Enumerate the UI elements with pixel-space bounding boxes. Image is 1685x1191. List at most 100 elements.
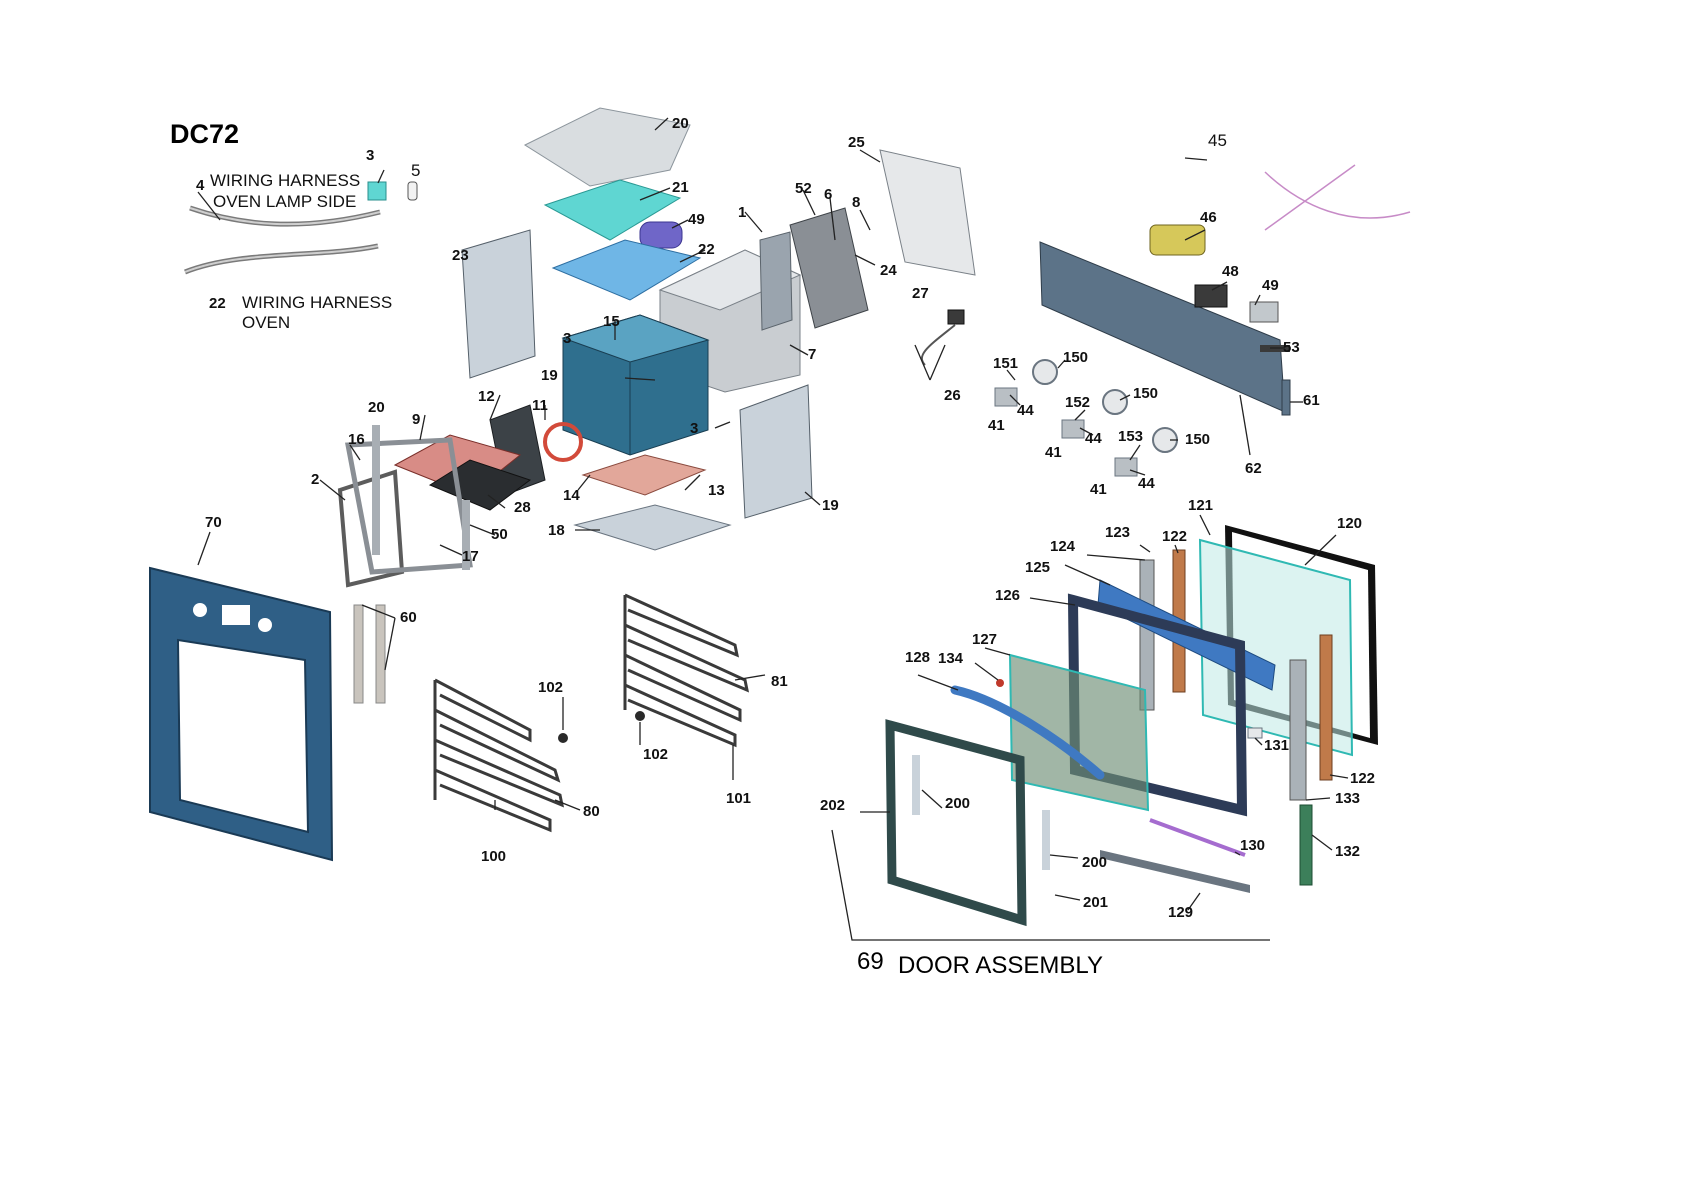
rail-60a <box>353 604 364 704</box>
part-label: 6 <box>824 186 832 203</box>
diagram-title: DC72 <box>170 119 239 149</box>
part-label: 16 <box>348 431 365 448</box>
part-label: 7 <box>808 346 816 363</box>
profile-124 <box>1139 559 1155 711</box>
part-label: 20 <box>672 115 689 132</box>
harness-lamp-label-2: OVEN LAMP SIDE <box>213 192 356 211</box>
glass-strip-200b <box>1042 810 1050 870</box>
clip-132-icon <box>1247 727 1263 739</box>
rear-cover-plate <box>789 207 869 329</box>
control-panel-board <box>1039 241 1286 413</box>
door-assembly-number: 69 <box>857 948 884 975</box>
circular-heating-element <box>543 422 583 462</box>
screw-134-icon <box>996 679 1004 687</box>
profile-133 <box>1289 659 1307 801</box>
part-label: 49 <box>1262 277 1279 294</box>
cooling-fan-icon <box>639 221 683 249</box>
part-label: 13 <box>708 482 725 499</box>
front-panel-frame <box>149 566 334 862</box>
knob-bezel-1 <box>1032 359 1058 385</box>
part-label: 201 <box>1083 894 1108 911</box>
seal-130 <box>1149 818 1246 857</box>
knob-2 <box>1061 419 1085 439</box>
side-panel-left <box>461 229 536 379</box>
part-label: 45 <box>1208 131 1227 150</box>
part-label: 125 <box>1025 559 1050 576</box>
side-bracket <box>1281 379 1291 416</box>
part-label: 153 <box>1118 428 1143 445</box>
part-label: 22 <box>698 241 715 258</box>
part-label: 151 <box>993 355 1018 372</box>
capillary-tube <box>1264 164 1411 231</box>
part-label: 21 <box>672 179 689 196</box>
part-label: 120 <box>1337 515 1362 532</box>
part-label: 102 <box>643 746 668 763</box>
part-label: 122 <box>1162 528 1187 545</box>
lamp-bulb-icon <box>407 181 418 201</box>
cavity-top-insulation <box>551 239 702 301</box>
callout-leaders <box>197 117 1349 911</box>
part-label: 26 <box>944 387 961 404</box>
lamp-holder-icon <box>367 181 387 201</box>
door-frame-202 <box>885 719 1027 927</box>
screw-102b-icon <box>635 711 645 721</box>
part-label: 152 <box>1065 394 1090 411</box>
part-label: 123 <box>1105 524 1130 541</box>
part-label: 8 <box>852 194 860 211</box>
part-label: 18 <box>548 522 565 539</box>
top-cover-panel <box>523 107 691 187</box>
part-label: 80 <box>583 803 600 820</box>
part-label: 200 <box>1082 854 1107 871</box>
part-label: 202 <box>820 797 845 814</box>
part-label: 50 <box>491 526 508 543</box>
part-label: 19 <box>822 497 839 514</box>
part-label: 4 <box>196 177 205 194</box>
part-label: 60 <box>400 609 417 626</box>
bottom-tray <box>573 504 732 551</box>
part-label: 134 <box>938 650 964 667</box>
harness-lamp-label-1: WIRING HARNESS <box>210 171 360 190</box>
glass-strip-200a <box>912 755 920 815</box>
part-label: 52 <box>795 180 812 197</box>
back-panel <box>879 149 976 276</box>
part-label: 150 <box>1063 349 1088 366</box>
part-label: 46 <box>1200 209 1217 226</box>
part-label: 121 <box>1188 497 1213 514</box>
part-label: 150 <box>1185 431 1210 448</box>
knob-bezel-2 <box>1102 389 1128 415</box>
part-label: 23 <box>452 247 469 264</box>
part-label: 62 <box>1245 460 1262 477</box>
timer-icon <box>1249 301 1279 323</box>
part-label: 126 <box>995 587 1020 604</box>
part-label: 24 <box>880 262 897 279</box>
part-label: 17 <box>462 548 479 565</box>
part-label: 101 <box>726 790 751 807</box>
door-assembly-label: DOOR ASSEMBLY <box>898 952 1103 979</box>
strip-122b <box>1319 634 1333 781</box>
thermostat-icon <box>1194 284 1228 308</box>
part-label: 15 <box>603 313 620 330</box>
part-label: 12 <box>478 388 495 405</box>
part-label: 1 <box>738 204 746 221</box>
part-label: 102 <box>538 679 563 696</box>
part-label: 41 <box>1045 444 1062 461</box>
part-label: 129 <box>1168 904 1193 921</box>
part-label: 14 <box>563 487 580 504</box>
part-label: 128 <box>905 649 930 666</box>
side-runner-2 <box>462 500 470 570</box>
bottom-heating-element <box>581 454 707 496</box>
part-label: 131 <box>1264 737 1289 754</box>
hinge-131 <box>1299 804 1313 886</box>
part-label: 3 <box>690 420 698 437</box>
part-label: 81 <box>771 673 788 690</box>
part-label: 200 <box>945 795 970 812</box>
part-label: 61 <box>1303 392 1320 409</box>
part-label: 122 <box>1350 770 1375 787</box>
part-label: 11 <box>532 397 548 414</box>
part-label: 44 <box>1138 475 1155 492</box>
harness-oven-label-2: OVEN <box>242 313 290 332</box>
inner-glass <box>1008 653 1150 812</box>
part-label: 27 <box>912 285 929 302</box>
harness-oven-label-1: WIRING HARNESS <box>242 293 392 312</box>
